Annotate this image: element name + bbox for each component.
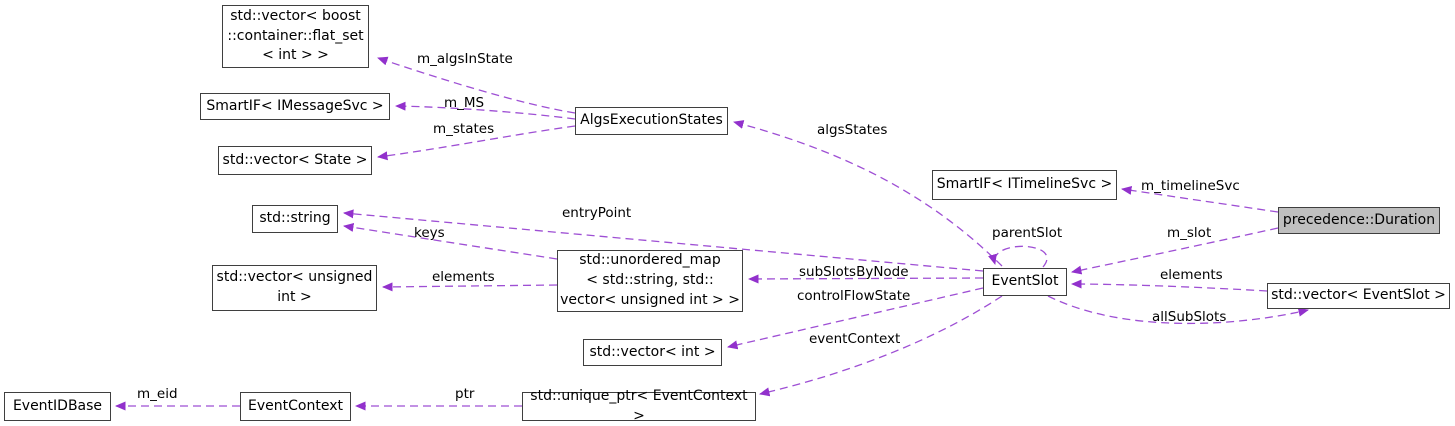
diagram-node-unordered-map[interactable]: std::unordered_map < std::string, std:: … <box>557 250 743 312</box>
diagram-node-event-context[interactable]: EventContext <box>240 392 351 421</box>
diagram-node-event-id-base[interactable]: EventIDBase <box>4 392 111 421</box>
edge-label-parentslot: parentSlot <box>992 225 1063 241</box>
diagram-node-precedence-duration[interactable]: precedence::Duration <box>1278 207 1440 234</box>
edge-m-states <box>377 125 576 161</box>
diagram-node-vector-unsigned-int[interactable]: std::vector< unsigned int > <box>212 265 377 311</box>
diagram-node-event-slot[interactable]: EventSlot <box>983 268 1067 296</box>
edge-label-controlflowstate: controlFlowState <box>797 288 911 304</box>
diagram-node-algs-execution-states[interactable]: AlgsExecutionStates <box>575 107 728 135</box>
edge-algsstates <box>733 120 1003 267</box>
diagram-node-vector-flat-set-int[interactable]: std::vector< boost ::container::flat_set… <box>222 5 369 68</box>
edge-allsubslots <box>1047 295 1309 325</box>
edge-label-elements-right: elements <box>1160 267 1223 283</box>
edge-label-m-slot: m_slot <box>1167 225 1212 241</box>
diagram-node-smartif-itimelinesvc[interactable]: SmartIF< ITimelineSvc > <box>932 170 1117 200</box>
edge-eventcontext-edge <box>759 295 1003 397</box>
edge-parentslot <box>988 245 1048 268</box>
diagram-node-vector-event-slot[interactable]: std::vector< EventSlot > <box>1267 283 1450 309</box>
edge-m-timelinesvc <box>1121 185 1279 213</box>
edge-label-elements-left: elements <box>432 269 495 285</box>
edge-controlflowstate <box>727 287 984 350</box>
edge-label-ptr: ptr <box>455 386 475 402</box>
edge-m-ms <box>395 101 576 120</box>
edge-label-subslotsbynode: subSlotsByNode <box>799 264 909 280</box>
edge-label-algsstates: algsStates <box>817 122 888 138</box>
edge-label-allsubslots: allSubSlots <box>1152 309 1227 325</box>
edge-label-m-states: m_states <box>433 121 495 137</box>
edge-subslotsbynode <box>748 274 984 284</box>
edge-entrypoint <box>343 209 984 272</box>
edge-label-m-ms: m_MS <box>444 95 485 111</box>
edge-label-m-timelinesvc: m_timelineSvc <box>1141 178 1240 194</box>
diagram-node-std-string[interactable]: std::string <box>252 205 338 233</box>
edge-label-entrypoint: entryPoint <box>562 205 632 221</box>
edge-elements-left <box>382 282 558 292</box>
edge-elements-right <box>1071 279 1268 292</box>
edge-m-algsinstate <box>377 56 576 114</box>
diagram-node-vector-int[interactable]: std::vector< int > <box>583 339 722 366</box>
edge-label-m-algsinstate: m_algsInState <box>417 51 513 67</box>
edge-label-keys: keys <box>414 225 445 241</box>
edge-m-slot <box>1071 227 1279 275</box>
edge-label-m-eid: m_eid <box>137 386 178 402</box>
edge-label-eventcontext-edge: eventContext <box>809 331 901 347</box>
diagram-node-vector-state[interactable]: std::vector< State > <box>218 146 372 175</box>
diagram-node-unique-ptr-event-context[interactable]: std::unique_ptr< EventContext > <box>522 388 756 424</box>
diagram-node-smartif-imessagesvc[interactable]: SmartIF< IMessageSvc > <box>200 93 390 120</box>
edge-keys <box>343 223 558 260</box>
